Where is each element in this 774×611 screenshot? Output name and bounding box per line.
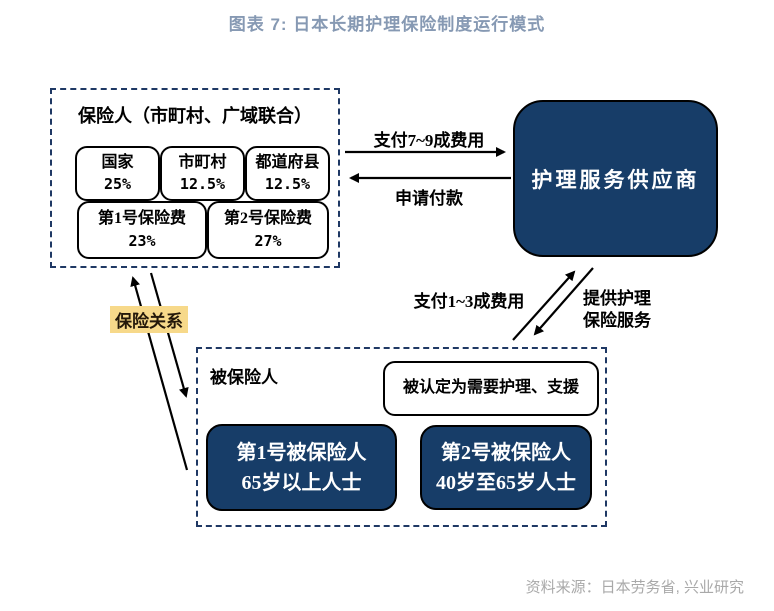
insurer-cell-prefecture-pct: 12.5%	[264, 175, 311, 194]
label-provide-service: 提供护理 保险服务	[583, 288, 651, 332]
label-pay-7-9: 支付7~9成费用	[373, 131, 485, 150]
insurer-cell-premium-1: 第1号保险费 23%	[77, 201, 207, 259]
insured-group-2-line1: 第2号被保险人	[441, 441, 571, 464]
insurer-cell-nation: 国家 25%	[75, 146, 160, 201]
certified-need-label: 被认定为需要护理、支援	[402, 379, 579, 397]
insurer-cell-municipality-pct: 12.5%	[179, 175, 226, 194]
insurer-cell-municipality: 市町村 12.5%	[160, 146, 245, 201]
insured-group-1-line2: 65岁以上人士	[241, 471, 362, 494]
label-pay-1-3: 支付1~3成费用	[413, 292, 525, 311]
source-note: 资料来源：日本劳务省, 兴业研究	[525, 579, 744, 596]
provider-label: 护理服务供应商	[531, 167, 700, 192]
provider-box: 护理服务供应商	[513, 100, 718, 257]
insured-group-2-box: 第2号被保险人 40岁至65岁人士	[420, 425, 592, 510]
insurer-cell-prefecture-label: 都道府县	[255, 153, 320, 171]
label-provide-service-line1: 提供护理	[583, 289, 651, 308]
insurer-cell-premium-2: 第2号保险费 27%	[207, 201, 329, 259]
insurer-cell-municipality-label: 市町村	[178, 153, 227, 171]
insurer-cell-premium-2-label: 第2号保险费	[223, 210, 312, 228]
arrow-relation-down	[149, 272, 189, 398]
insurer-title: 保险人（市町村、广域联合）	[78, 106, 312, 126]
insured-title: 被保险人	[210, 368, 278, 387]
insured-group-1-line1: 第1号被保险人	[236, 441, 367, 464]
insurer-cell-premium-1-label: 第1号保险费	[97, 210, 186, 228]
label-provide-service-line2: 保险服务	[583, 311, 651, 330]
insurer-cell-nation-label: 国家	[101, 153, 134, 171]
insurer-cell-prefecture: 都道府县 12.5%	[245, 146, 330, 201]
insured-group-2-line2: 40岁至65岁人士	[436, 471, 576, 494]
insurer-cell-nation-pct: 25%	[103, 175, 132, 194]
figure-title: 图表 7: 日本长期护理保险制度运行模式	[228, 15, 546, 34]
insured-box: 被保险人 被认定为需要护理、支援 第1号被保险人 65岁以上人士 第2号被保险人…	[196, 347, 607, 527]
insurer-cell-premium-2-pct: 27%	[254, 231, 282, 250]
insured-group-1-box: 第1号被保险人 65岁以上人士	[206, 424, 397, 511]
label-insurance-relation: 保险关系	[110, 306, 188, 333]
certified-need-box: 被认定为需要护理、支援	[383, 361, 599, 416]
label-request-payment: 申请付款	[395, 189, 463, 208]
insurer-box: 保险人（市町村、广域联合） 国家 25% 市町村 12.5% 都道府县 12.5…	[50, 88, 340, 268]
insurer-cell-premium-1-pct: 23%	[128, 231, 156, 250]
